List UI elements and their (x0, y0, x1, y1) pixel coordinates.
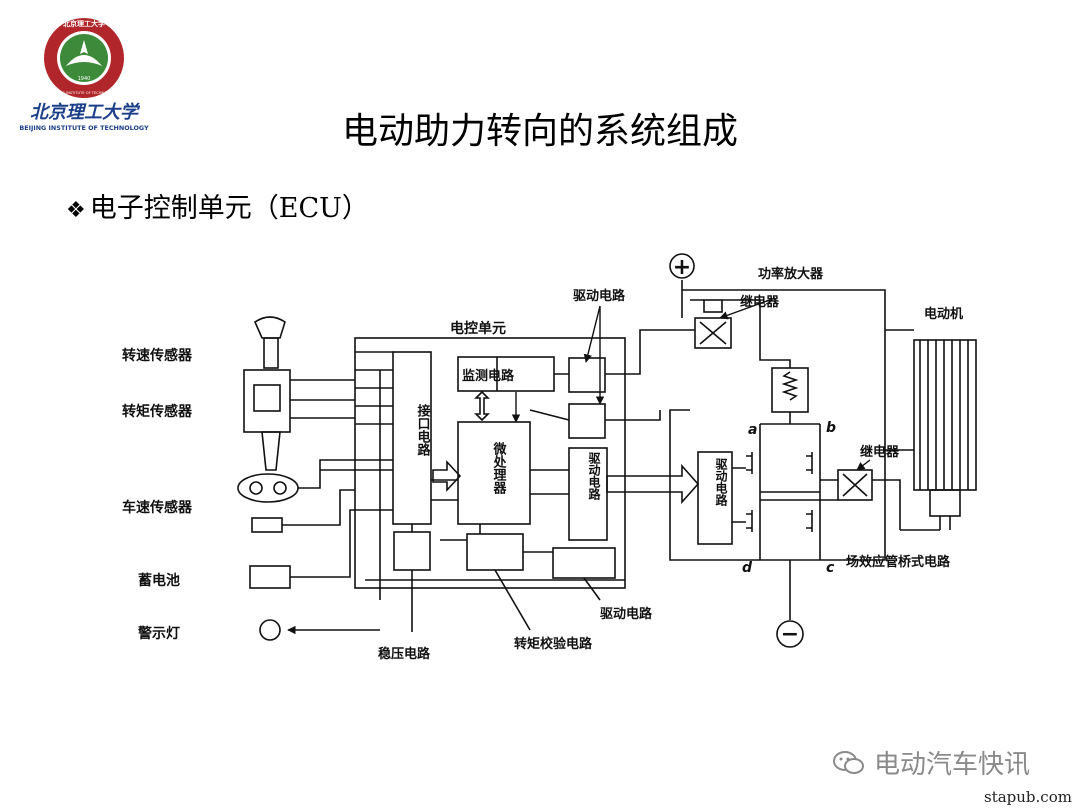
label-warning-lamp: 警示灯 (138, 625, 180, 642)
bridge-driver-box (697, 451, 733, 545)
label-torque-check: 转矩校验电路 (514, 636, 593, 652)
watermark-text: 电动汽车快讯 (874, 750, 1031, 780)
label-microprocessor: 微处理器 (491, 441, 508, 495)
steering-column-sensor (237, 316, 393, 641)
bullet-text: 电子控制单元（ECU） (89, 193, 369, 224)
warning-lamp-icon (259, 619, 281, 641)
node-c: c (826, 560, 835, 576)
label-bridge-driver: 驱动电路 (714, 458, 728, 507)
bullet-diamond-icon: ❖ (66, 198, 86, 223)
bullet-ecu: ❖电子控制单元（ECU） (66, 186, 369, 225)
negative-symbol: − (781, 622, 799, 647)
label-power-amplifier: 功率放大器 (758, 266, 824, 282)
node-b: b (826, 420, 836, 436)
site-url: stapub.com (984, 788, 1072, 806)
vehicle-speed-sensor-icon (251, 517, 283, 533)
node-a: a (748, 422, 757, 438)
university-logo: 1940 北京理工大学 BEIJING INSTITUTE OF TECHNOL… (19, 18, 149, 132)
ecu-boundary (354, 337, 626, 589)
label-relay-top: 继电器 (740, 294, 780, 310)
logo-year: 1940 (78, 76, 91, 82)
watermark: 电动汽车快讯 (832, 744, 1030, 781)
wechat-icon (833, 750, 864, 774)
battery-icon (249, 565, 291, 589)
label-regulator: 稳压电路 (378, 646, 431, 662)
label-interface-circuit: 接口电路 (415, 403, 431, 456)
driver-box-b (568, 403, 606, 439)
label-torque-sensor: 转矩传感器 (122, 403, 193, 420)
label-speed-sensor: 转速传感器 (122, 347, 193, 364)
logo-ring-text: 北京理工大学 (63, 19, 105, 28)
motor-icon (885, 329, 977, 531)
label-battery: 蓄电池 (138, 572, 180, 589)
top-relay-box (694, 317, 732, 349)
signal-arrow (606, 463, 700, 505)
logo-name-en: BEIJING INSTITUTE OF TECHNOLOGY (19, 124, 149, 132)
label-inner-driver: 驱动电路 (587, 452, 601, 501)
label-fet-bridge: 场效应管桥式电路 (846, 554, 951, 570)
label-relay-right: 继电器 (860, 444, 900, 460)
slide-title: 电动助力转向的系统组成 (341, 111, 738, 152)
label-driver-top: 驱动电路 (573, 288, 626, 304)
label-monitor-circuit: 监测电路 (462, 368, 515, 384)
bottom-driver-box (552, 547, 616, 579)
node-d: d (742, 560, 753, 576)
negative-terminal (776, 620, 804, 648)
torque-check-box (466, 533, 524, 571)
speedometer-icon (237, 473, 299, 503)
regulator-box (393, 531, 431, 571)
logo-ring-sub: BEIJING INSTITUTE OF TECHNOLOGY (52, 91, 118, 95)
logo-name-cn: 北京理工大学 (30, 102, 141, 123)
label-driver-bottom: 驱动电路 (600, 606, 653, 622)
label-vehicle-speed-sensor: 车速传感器 (122, 499, 193, 516)
positive-terminal (669, 253, 695, 279)
right-relay-box (837, 469, 873, 501)
label-ecu: 电控单元 (450, 320, 506, 337)
positive-symbol: + (673, 255, 691, 280)
label-motor: 电动机 (924, 306, 963, 322)
